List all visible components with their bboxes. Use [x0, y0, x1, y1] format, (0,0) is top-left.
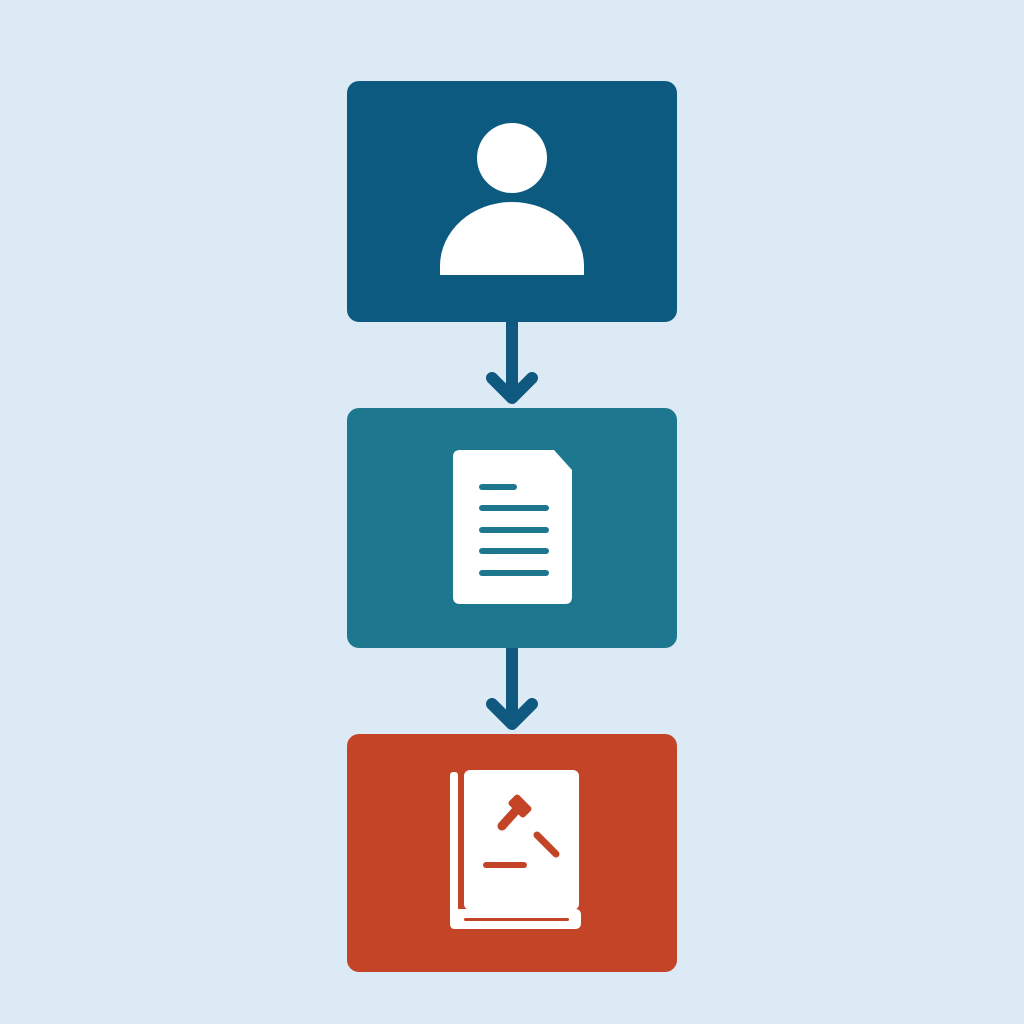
step-box-person [347, 81, 677, 322]
gavel-stick [533, 831, 560, 858]
book-cover [464, 770, 579, 910]
step-box-law [347, 734, 677, 972]
gavel-handle [497, 801, 525, 831]
connector-arrow-2 [484, 648, 540, 734]
person-body [440, 202, 584, 275]
person-head [477, 123, 547, 193]
book-page-line [464, 918, 569, 921]
document-lines [479, 484, 549, 576]
book-spine [450, 772, 458, 922]
law-book-gavel-icon [450, 770, 581, 929]
gavel [483, 794, 560, 868]
step-box-document [347, 408, 677, 648]
arrow-down-icon [486, 322, 538, 404]
arrow-down-icon [486, 648, 538, 730]
person-icon [440, 123, 584, 275]
connector-arrow-1 [484, 322, 540, 408]
gavel-base [483, 862, 527, 868]
document-icon [453, 450, 572, 604]
